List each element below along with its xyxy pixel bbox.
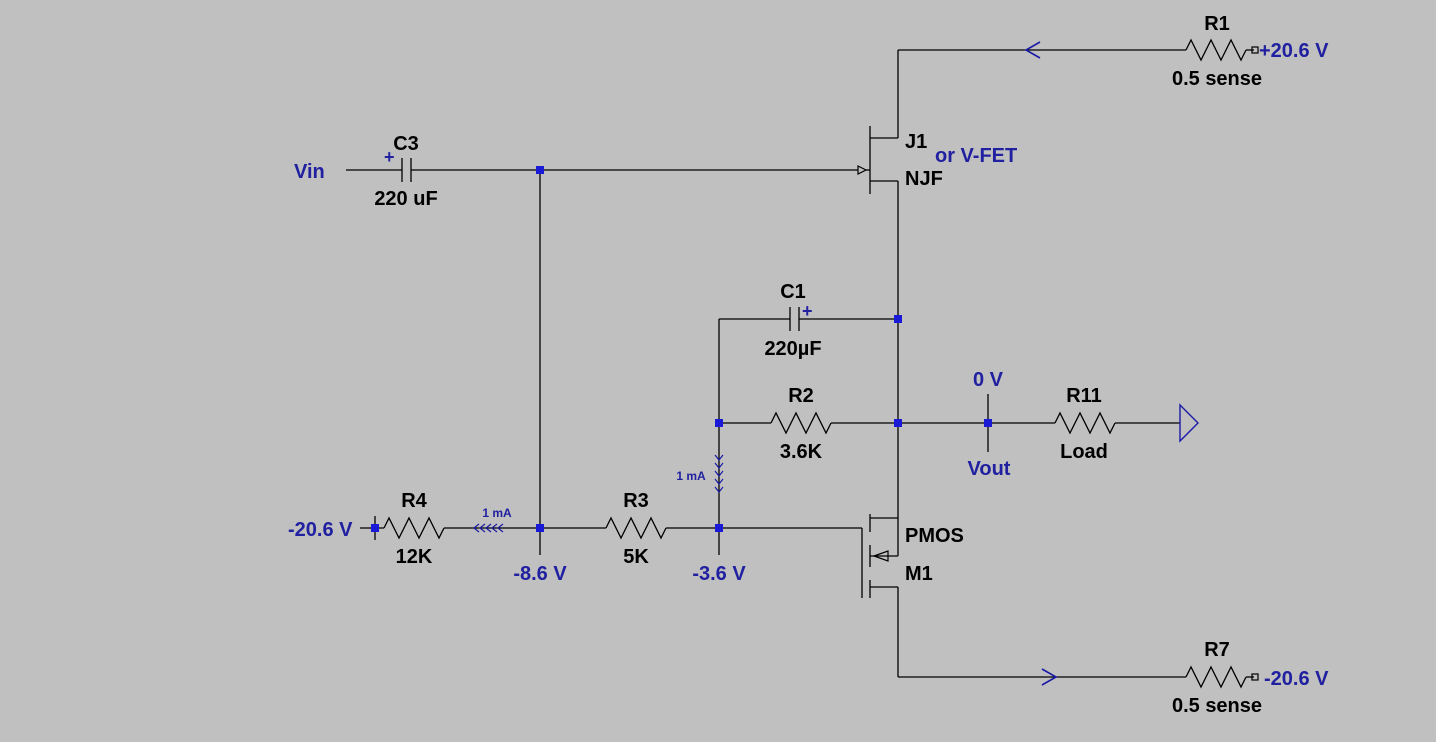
resistor-r1[interactable] — [1185, 38, 1259, 62]
capacitor-c3[interactable] — [401, 158, 412, 182]
r4-value: 12K — [396, 546, 433, 568]
junctions — [371, 166, 992, 532]
wires — [346, 49, 1254, 678]
net-vneg-left: -20.6 V — [288, 519, 353, 541]
r3-value: 5K — [623, 546, 649, 568]
resistor-r11[interactable] — [1054, 411, 1116, 435]
current-chevrons-horizontal — [473, 523, 504, 533]
j1-ref: J1 — [905, 131, 927, 153]
net-vout: Vout — [968, 458, 1011, 480]
c3-polarity: + — [384, 147, 395, 167]
current-arrows — [1024, 41, 1058, 686]
net-vpos: +20.6 V — [1259, 40, 1329, 62]
resistor-r4[interactable] — [374, 516, 445, 540]
capacitor-c1[interactable] — [789, 307, 800, 331]
r11-ref: R11 — [1066, 385, 1102, 407]
r7-ref: R7 — [1204, 639, 1230, 661]
net-node-b: -3.6 V — [692, 563, 746, 585]
jfet-j1[interactable] — [857, 126, 898, 194]
r2-ref: R2 — [788, 385, 814, 407]
j1-note: or V-FET — [935, 145, 1017, 167]
ground-symbol — [1179, 403, 1199, 443]
r2-value: 3.6K — [780, 441, 823, 463]
net-vneg-bottom: -20.6 V — [1264, 668, 1329, 690]
r1-ref: R1 — [1204, 13, 1230, 35]
r1-value: 0.5 sense — [1172, 68, 1262, 90]
current-chevrons-vertical — [714, 454, 724, 493]
current-label-vertical: 1 mA — [676, 469, 706, 483]
c1-ref: C1 — [780, 281, 806, 303]
c3-value: 220 uF — [374, 188, 437, 210]
c1-value: 220µF — [764, 338, 821, 360]
m1-ref: M1 — [905, 563, 933, 585]
r4-ref: R4 — [401, 490, 427, 512]
resistor-r2[interactable] — [770, 411, 832, 435]
r11-value: Load — [1060, 441, 1108, 463]
mosfet-m1[interactable] — [861, 514, 899, 598]
net-out-voltage: 0 V — [973, 369, 1004, 391]
resistor-r3[interactable] — [605, 516, 667, 540]
r7-value: 0.5 sense — [1172, 695, 1262, 717]
m1-type: PMOS — [905, 525, 964, 547]
current-label-horizontal: 1 mA — [482, 506, 512, 520]
j1-type: NJF — [905, 168, 943, 190]
net-vin: Vin — [294, 161, 325, 183]
c1-polarity: + — [802, 301, 813, 321]
c3-ref: C3 — [393, 133, 419, 155]
resistor-r7[interactable] — [1185, 665, 1259, 689]
net-node-a: -8.6 V — [513, 563, 567, 585]
r3-ref: R3 — [623, 490, 649, 512]
